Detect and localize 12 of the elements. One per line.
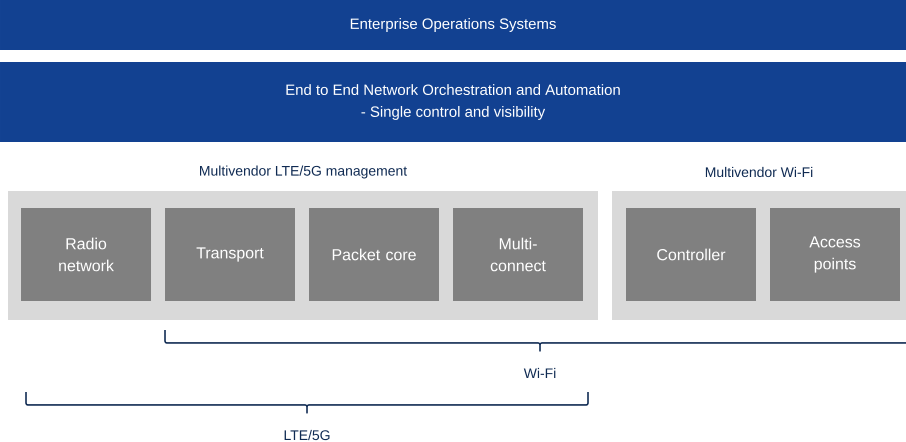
brace-label: Wi-Fi	[524, 368, 556, 378]
panel-heading: Multivendor Wi-Fi	[706, 166, 812, 178]
header-band: End to End Network Orchestration and Automation - Single control and visibility	[0, 62, 906, 142]
panel-heading: Multivendor LTE/5G management	[200, 165, 408, 178]
component-box: Access points	[770, 208, 900, 301]
header-band: Enterprise Operations Systems	[0, 0, 906, 50]
component-box: Packet core	[309, 208, 439, 301]
component-box: Transport	[165, 208, 295, 301]
brace-label: LTE/5G	[284, 430, 330, 440]
component-box: Radio network	[21, 208, 151, 301]
component-box: Controller	[626, 208, 756, 301]
component-box: Multi- connect	[453, 208, 583, 301]
